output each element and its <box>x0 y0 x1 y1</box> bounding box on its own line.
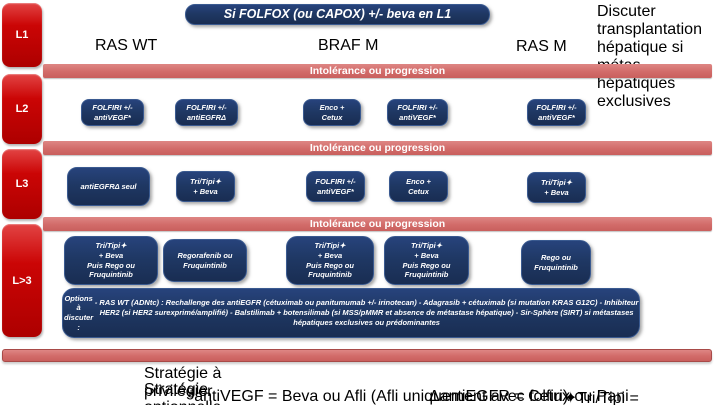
rail-l2-label: L2 <box>15 103 29 115</box>
l3-box-tritipi-beva-rasm: Tri/Tipi✦ + Beva <box>527 172 586 203</box>
l2-box-4-label: FOLFIRI +/- antiVEGF* <box>397 102 438 122</box>
rail-l1-label: L1 <box>15 29 29 41</box>
l2-box-5-label: FOLFIRI +/- antiVEGF* <box>536 102 577 122</box>
l3-box-1-label: antiEGFRΔ seul <box>80 181 137 191</box>
options-box: Options à discuter : - RAS WT (ADNtc) : … <box>62 288 640 338</box>
l4-box-tritipi-rego-2: Tri/Tipi✦ + Beva Puis Rego ou Fruquintin… <box>286 236 374 285</box>
footnote-tritipi-marker: ✦ <box>564 390 578 405</box>
legend-solid-label: Stratégie à privilégier <box>144 365 222 400</box>
progression-band-2: Intolérance ou progression <box>43 141 712 155</box>
legend-dotted-label-box: Stratégie optionnelle <box>144 381 251 405</box>
l4-box-rego-fruquintinib: Rego ou Fruquintinib <box>521 240 591 285</box>
options-label: Options à discuter : <box>64 293 94 332</box>
rail-l2: L2 <box>2 74 42 144</box>
l3-box-enco-cetux-braf: Enco + Cetux <box>389 171 448 202</box>
footnote-tritipi-text: Tri/Tipi = Trifluridine/Tipiracil <box>577 390 639 405</box>
l4-box-3-label: Tri/Tipi✦ + Beva Puis Rego ou Fruquintin… <box>306 241 354 280</box>
footnote-antiegfr: ΔantiEGFR = Cetux ou Pani <box>429 388 629 405</box>
bottom-red-bar <box>2 349 712 362</box>
options-items: - RAS WT (ADNtc) : Rechallenge des antiE… <box>94 298 639 327</box>
l2-box-enco-cetux-braf: Enco + Cetux <box>303 99 361 126</box>
mutation-ras-m: RAS M <box>516 38 590 55</box>
liver-transplant-note: Discuter transplantation hépatique si mé… <box>597 3 716 110</box>
l4-box-regorafenib: Regorafenib ou Fruquintinib <box>163 239 247 282</box>
l2-box-folfiri-antivegf-raswt: FOLFIRI +/- antiVEGF* <box>81 99 144 126</box>
l4-box-1-label: Tri/Tipi✦ + Beva Puis Rego ou Fruquintin… <box>87 241 135 280</box>
rail-l1: L1 <box>2 3 42 67</box>
l2-box-folfiri-antivegf-braf: FOLFIRI +/- antiVEGF* <box>387 99 448 126</box>
l3-box-2-label: Tri/Tipi✦ + Beva <box>189 176 221 196</box>
footnote-antivegf-text: antiVEGF = Beva ou Afli (Afli uniquement… <box>194 388 569 405</box>
l4-box-4-label: Tri/Tipi✦ + Beva Puis Rego ou Fruquintin… <box>402 241 451 280</box>
footnote-antivegf: *antiVEGF = Beva ou Afli (Afli uniquemen… <box>188 388 568 405</box>
l3-box-antiegfr-seul: antiEGFRΔ seul <box>67 167 150 206</box>
progression-band-3: Intolérance ou progression <box>43 217 712 231</box>
mutation-ras-wt-label: RAS WT <box>95 37 158 54</box>
footnote-antiegfr-marker: Δ <box>429 388 440 405</box>
l2-box-2-label: FOLFIRI +/- antiEGFRΔ <box>186 102 227 122</box>
rail-l3: L3 <box>2 149 42 219</box>
liver-transplant-note-text: Discuter transplantation hépatique si mé… <box>597 3 702 110</box>
footnote-antiegfr-text: antiEGFR = Cetux ou Pani <box>439 388 629 405</box>
l2-box-folfiri-antivegf-rasm: FOLFIRI +/- antiVEGF* <box>527 99 586 126</box>
l3-box-tritipi-beva-raswt: Tri/Tipi✦ + Beva <box>176 171 235 202</box>
mutation-ras-m-label: RAS M <box>516 38 567 55</box>
mutation-braf-m-label: BRAF M <box>318 37 379 54</box>
l2-box-3-label: Enco + Cetux <box>319 102 345 122</box>
header-title-box: Si FOLFOX (ou CAPOX) +/- beva en L1 <box>185 4 490 25</box>
l3-box-3-label: FOLFIRI +/- antiVEGF* <box>315 176 356 196</box>
l2-box-folfiri-antiegfr-raswt: FOLFIRI +/- antiEGFRΔ <box>175 99 238 126</box>
l4-box-tritipi-rego-1: Tri/Tipi✦ + Beva Puis Rego ou Fruquintin… <box>64 236 158 285</box>
footnote-antivegf-marker: * <box>188 388 195 405</box>
l3-box-5-label: Tri/Tipi✦ + Beva <box>540 177 572 197</box>
rail-l4: L>3 <box>2 224 42 337</box>
mutation-braf-m: BRAF M <box>318 37 435 55</box>
l2-box-1-label: FOLFIRI +/- antiVEGF* <box>92 102 133 122</box>
progression-band-1: Intolérance ou progression <box>43 64 712 78</box>
rail-l3-label: L3 <box>15 178 29 190</box>
header-title: Si FOLFOX (ou CAPOX) +/- beva en L1 <box>223 7 452 22</box>
rail-l4-label: L>3 <box>12 274 32 287</box>
mutation-ras-wt: RAS WT <box>95 37 205 55</box>
legend-dotted-label: Stratégie optionnelle <box>144 381 221 405</box>
legend-solid-label-box: Stratégie à privilégier <box>144 365 251 400</box>
l4-box-2-label: Regorafenib ou Fruquintinib <box>177 250 233 270</box>
l3-box-4-label: Enco + Cetux <box>406 176 431 196</box>
l3-box-folfiri-antivegf-braf: FOLFIRI +/- antiVEGF* <box>306 171 365 202</box>
l4-box-tritipi-rego-3: Tri/Tipi✦ + Beva Puis Rego ou Fruquintin… <box>384 236 469 285</box>
l4-box-5-label: Rego ou Fruquintinib <box>534 252 578 272</box>
footnote-tritipi: ✦Tri/Tipi = Trifluridine/Tipiracil <box>564 388 720 405</box>
